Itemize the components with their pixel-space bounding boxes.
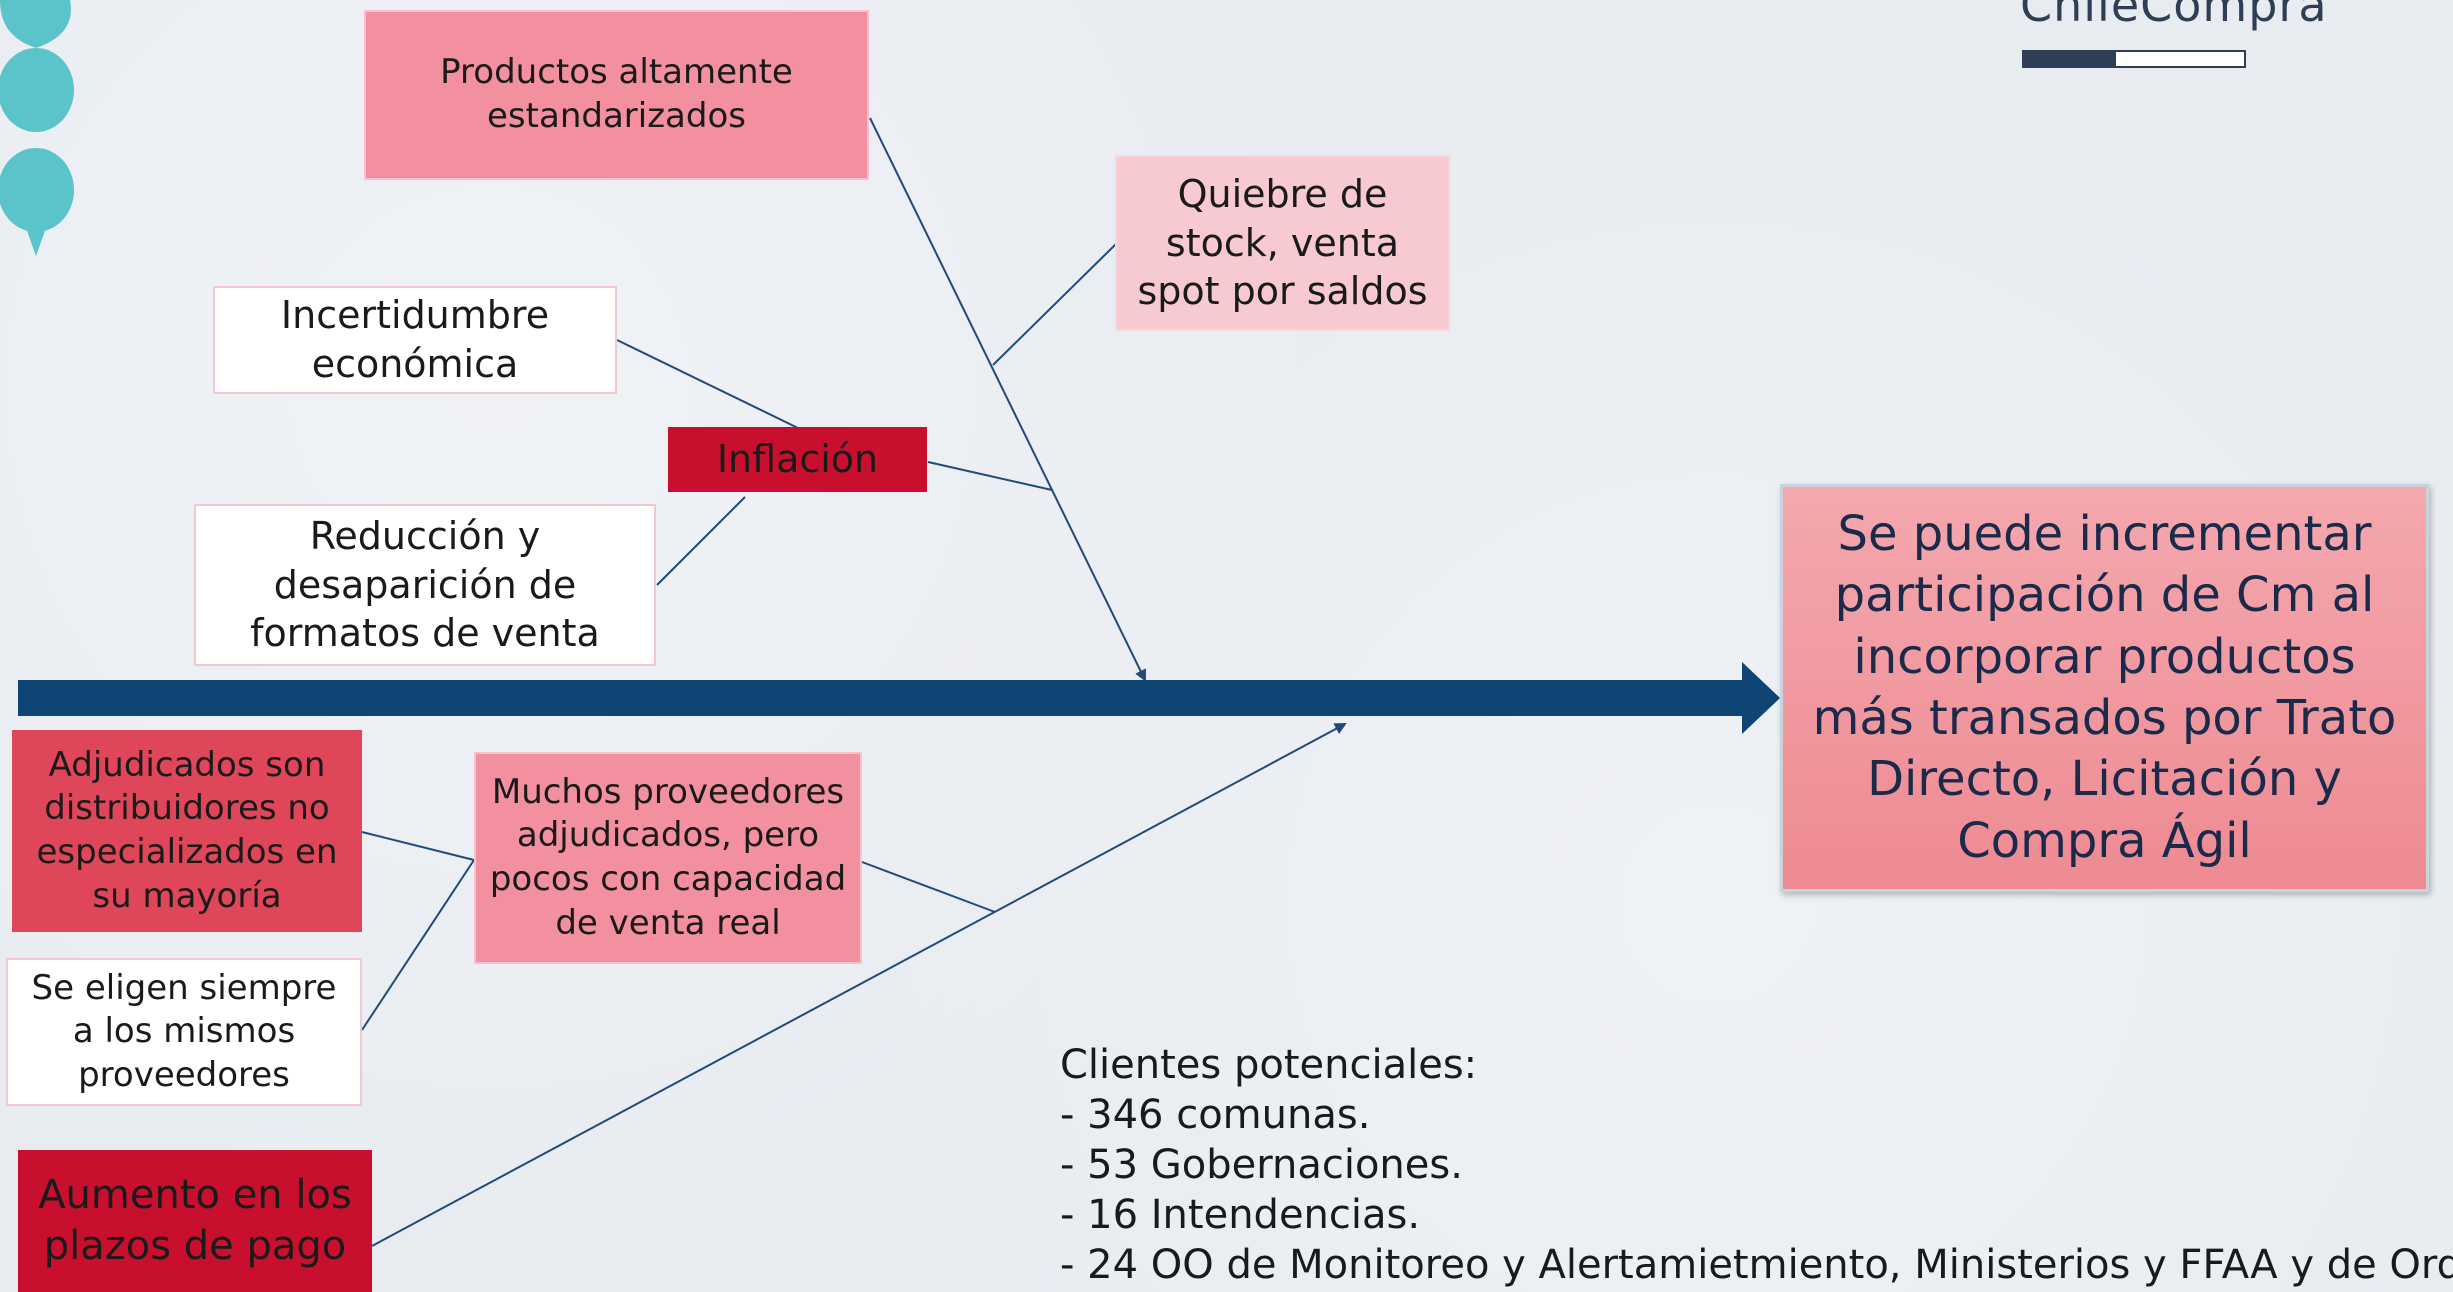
cause-reduccion-formatos: Reducción y desaparición de formatos de … — [194, 504, 656, 666]
cause-muchos-proveedores: Muchos proveedores adjudicados, pero poc… — [474, 752, 862, 964]
branch-lines — [361, 117, 1347, 1247]
cause-mismos-proveedores: Se eligen siempre a los mismos proveedor… — [6, 958, 362, 1106]
clients-item: - 16 Intendencias. — [1060, 1192, 1421, 1238]
teal-ornament — [0, 0, 74, 256]
main-spine-arrow — [18, 662, 1780, 734]
cause-productos-estandarizados: Productos altamente estandarizados — [364, 10, 869, 180]
cause-aumento-plazos: Aumento en los plazos de pago — [18, 1150, 372, 1292]
clients-list: Clientes potenciales: - 346 comunas. - 5… — [1060, 1040, 2453, 1290]
cause-adjudicados-distribuidores: Adjudicados son distribuidores no especi… — [12, 730, 362, 932]
result-box: Se puede incrementar participación de Cm… — [1780, 484, 2429, 892]
cause-inflacion: Inflación — [668, 427, 927, 492]
cause-incertidumbre: Incertidumbre económica — [213, 286, 617, 394]
chilecompra-logo: ChileCompra — [2020, 0, 2328, 32]
clients-title: Clientes potenciales: — [1060, 1042, 1478, 1088]
clients-item: - 346 comunas. — [1060, 1092, 1371, 1138]
clients-item: - 24 OO de Monitoreo y Alertamietmiento,… — [1060, 1242, 2453, 1288]
cause-quiebre-stock: Quiebre de stock, venta spot por saldos — [1115, 155, 1450, 331]
clients-item: - 53 Gobernaciones. — [1060, 1142, 1463, 1188]
logo-bar — [2022, 50, 2246, 68]
